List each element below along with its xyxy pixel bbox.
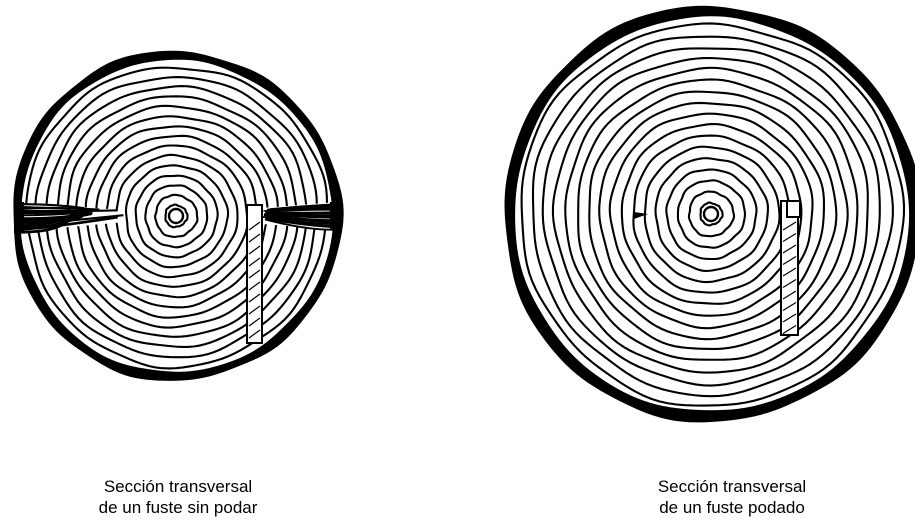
caption-unpruned-line2: de un fuste sin podar: [28, 497, 328, 518]
caption-unpruned-stem: Sección transversal de un fuste sin poda…: [28, 476, 328, 518]
unpruned-stem-cross-section: [13, 51, 343, 381]
caption-pruned-stem: Sección transversal de un fuste podado: [582, 476, 882, 518]
caption-pruned-line2: de un fuste podado: [582, 497, 882, 518]
left-knot-end: [14, 202, 24, 232]
caption-pruned-line1: Sección transversal: [582, 476, 882, 497]
pruned-pith: [704, 207, 718, 221]
pruned-stem-cross-section: [505, 6, 915, 423]
caption-unpruned-line1: Sección transversal: [28, 476, 328, 497]
unpruned-pith: [169, 209, 183, 223]
pruned-knot-box: [787, 201, 800, 217]
right-knot-end: [330, 202, 340, 230]
